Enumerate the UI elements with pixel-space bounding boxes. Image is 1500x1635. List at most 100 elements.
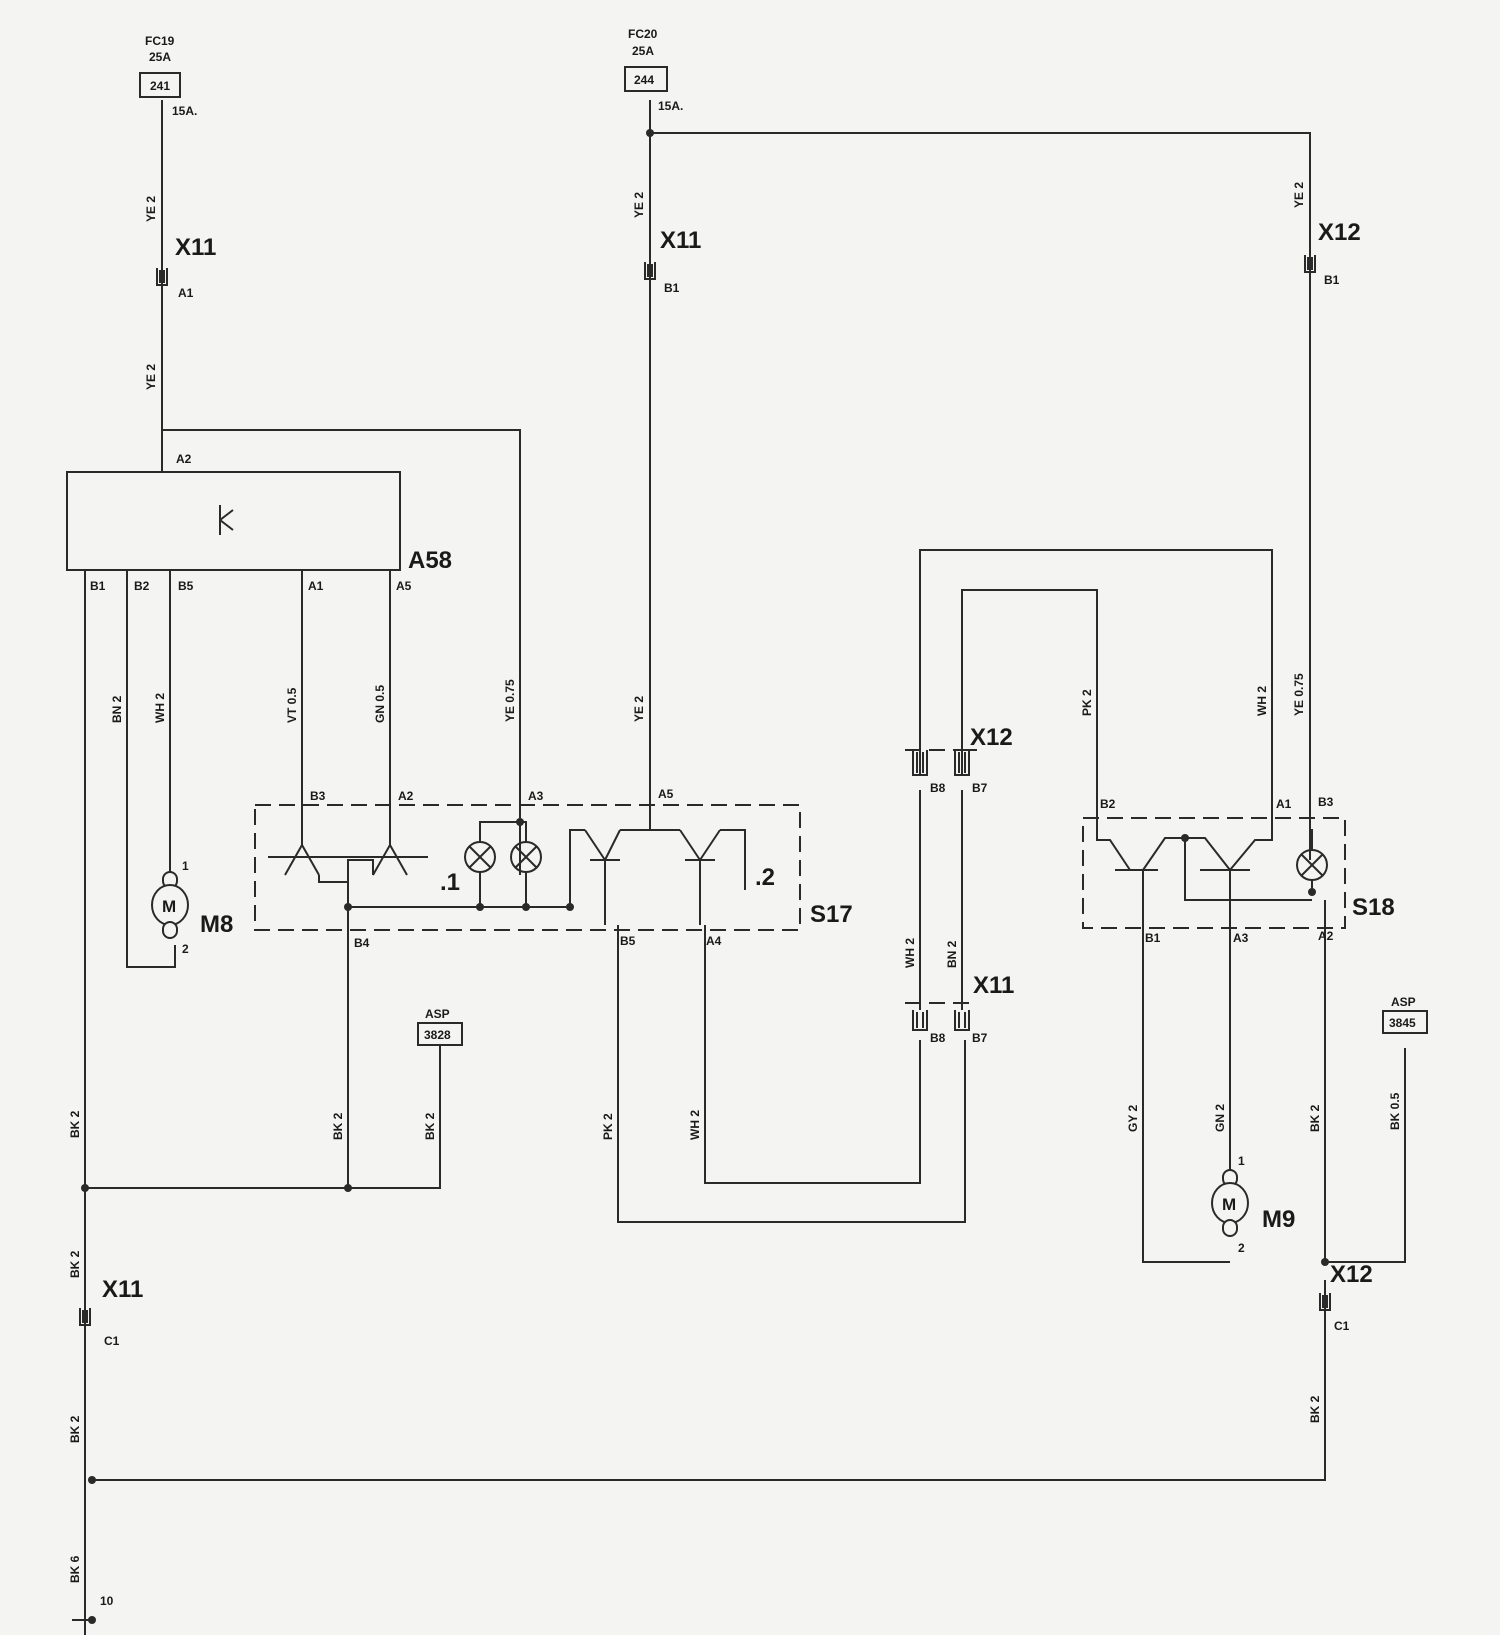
switch-s18-label: S18 [1352, 894, 1395, 921]
pin-label: B3 [1318, 795, 1334, 809]
pin-label: B1 [90, 579, 106, 593]
pin-label: B3 [310, 789, 326, 803]
wire-label: BK 2 [68, 1250, 82, 1278]
wire-label: GN 2 [1213, 1104, 1227, 1132]
motor-m8-label: M8 [200, 911, 233, 938]
pin-label: C1 [1334, 1319, 1350, 1333]
switch-s17-label: S17 [810, 901, 853, 928]
pin-label: C1 [104, 1334, 120, 1348]
wire-label: YE 2 [632, 192, 646, 218]
switch-s18: S18 [1082, 817, 1395, 929]
wire-label: WH 2 [688, 1110, 702, 1140]
fuse-fc20-id: 244 [634, 73, 654, 87]
pin-label: B7 [972, 781, 988, 795]
wire-label: WH 2 [903, 938, 917, 968]
connector-x12-label-1: X12 [1318, 219, 1361, 246]
pin-label: B5 [178, 579, 194, 593]
fuse-fc19-rating: 25A [149, 50, 171, 64]
fuse-fc19-name: FC19 [145, 34, 175, 48]
asp-right-label: ASP [1391, 995, 1416, 1009]
wire-label: BK 2 [423, 1112, 437, 1140]
asp-left: ASP 3828 [417, 1007, 463, 1046]
wire-label: YE 2 [144, 196, 158, 222]
motor-m9-pin-2: 2 [1238, 1241, 1245, 1255]
wire-label: YE 2 [1292, 182, 1306, 208]
wire-label: YE 0.75 [1292, 673, 1306, 716]
motor-m9-label: M9 [1262, 1206, 1295, 1233]
wire-label: BK 2 [1308, 1395, 1322, 1423]
module-a58: A58 [66, 471, 452, 574]
switch-s17-position-1: .1 [440, 869, 460, 896]
motor-m8-symbol: M [162, 897, 176, 916]
wire-label: BN 2 [945, 940, 959, 968]
pin-label: B1 [1324, 273, 1340, 287]
connector-x12-label-3: X12 [1330, 1261, 1373, 1288]
pin-label: A4 [706, 934, 722, 948]
pin-label: B1 [664, 281, 680, 295]
connector-x11-label-4: X11 [102, 1276, 143, 1303]
connector-x12-label-2: X12 [970, 724, 1013, 751]
wire-label: VT 0.5 [285, 687, 299, 723]
pin-label: B2 [1100, 797, 1116, 811]
motor-m8-pin-1: 1 [182, 859, 189, 873]
pin-label: A2 [398, 789, 414, 803]
wire-label: BK 6 [68, 1555, 82, 1583]
asp-left-label: ASP [425, 1007, 450, 1021]
motor-m8: M 1 2 M8 [151, 859, 233, 956]
switch-s17-position-2: .2 [755, 864, 775, 891]
wire-label: BK 2 [1308, 1104, 1322, 1132]
wire-label: WH 2 [1255, 686, 1269, 716]
motor-m9-pin-1: 1 [1238, 1154, 1245, 1168]
wire-label: PK 2 [1080, 689, 1094, 716]
motor-m8-pin-2: 2 [182, 942, 189, 956]
ground-label: 10 [100, 1594, 114, 1608]
pin-label: B4 [354, 936, 370, 950]
wire-labels: YE 2 YE 2 YE 2 YE 2 BN 2 WH 2 VT 0.5 GN … [68, 182, 1402, 1583]
fuse-fc20-sub: 15A. [658, 99, 683, 113]
fuse-fc20-name: FC20 [628, 27, 658, 41]
motor-m9: M 1 2 M9 [1211, 1154, 1295, 1255]
pin-label: B8 [930, 1031, 946, 1045]
wire-label: BK 0.5 [1388, 1092, 1402, 1130]
ground-terminal: 10 [72, 1594, 114, 1621]
wires [84, 100, 1406, 1635]
wire-label: PK 2 [601, 1113, 615, 1140]
asp-left-id: 3828 [424, 1028, 451, 1042]
wire-label: BK 2 [331, 1112, 345, 1140]
wire-label: YE 2 [632, 696, 646, 722]
pin-label: B5 [620, 934, 636, 948]
pin-label: A5 [658, 787, 674, 801]
pin-label: A2 [1318, 929, 1334, 943]
pin-label: A1 [178, 286, 194, 300]
pin-label: A3 [1233, 931, 1249, 945]
pin-label: B1 [1145, 931, 1161, 945]
fuse-fc19: FC19 25A 241 15A. [139, 34, 197, 118]
junction-dots [81, 129, 1329, 1624]
asp-right: ASP 3845 [1382, 995, 1428, 1034]
fuse-fc20: FC20 25A 244 15A. [624, 27, 683, 113]
asp-right-id: 3845 [1389, 1016, 1416, 1030]
pin-label: A3 [528, 789, 544, 803]
pin-label: A1 [1276, 797, 1292, 811]
wire-label: WH 2 [153, 693, 167, 723]
module-a58-label: A58 [408, 547, 452, 574]
pin-label: B2 [134, 579, 150, 593]
motor-m9-symbol: M [1222, 1195, 1236, 1214]
wire-label: BK 2 [68, 1415, 82, 1443]
fuse-fc19-id: 241 [150, 79, 170, 93]
wire-label: YE 0.75 [503, 679, 517, 722]
wire-label: BK 2 [68, 1110, 82, 1138]
wire-label: GN 0.5 [373, 685, 387, 723]
wire-label: GY 2 [1126, 1105, 1140, 1132]
wire-label: YE 2 [144, 364, 158, 390]
pin-label: B7 [972, 1031, 988, 1045]
connector-x11-label-1: X11 [175, 234, 216, 261]
fuse-fc20-rating: 25A [632, 44, 654, 58]
pin-label: B8 [930, 781, 946, 795]
pin-label: A1 [308, 579, 324, 593]
connector-symbols [79, 255, 1331, 1326]
fuse-fc19-sub: 15A. [172, 104, 197, 118]
connector-x11-label-2: X11 [660, 227, 701, 254]
pin-label: A2 [176, 452, 192, 466]
